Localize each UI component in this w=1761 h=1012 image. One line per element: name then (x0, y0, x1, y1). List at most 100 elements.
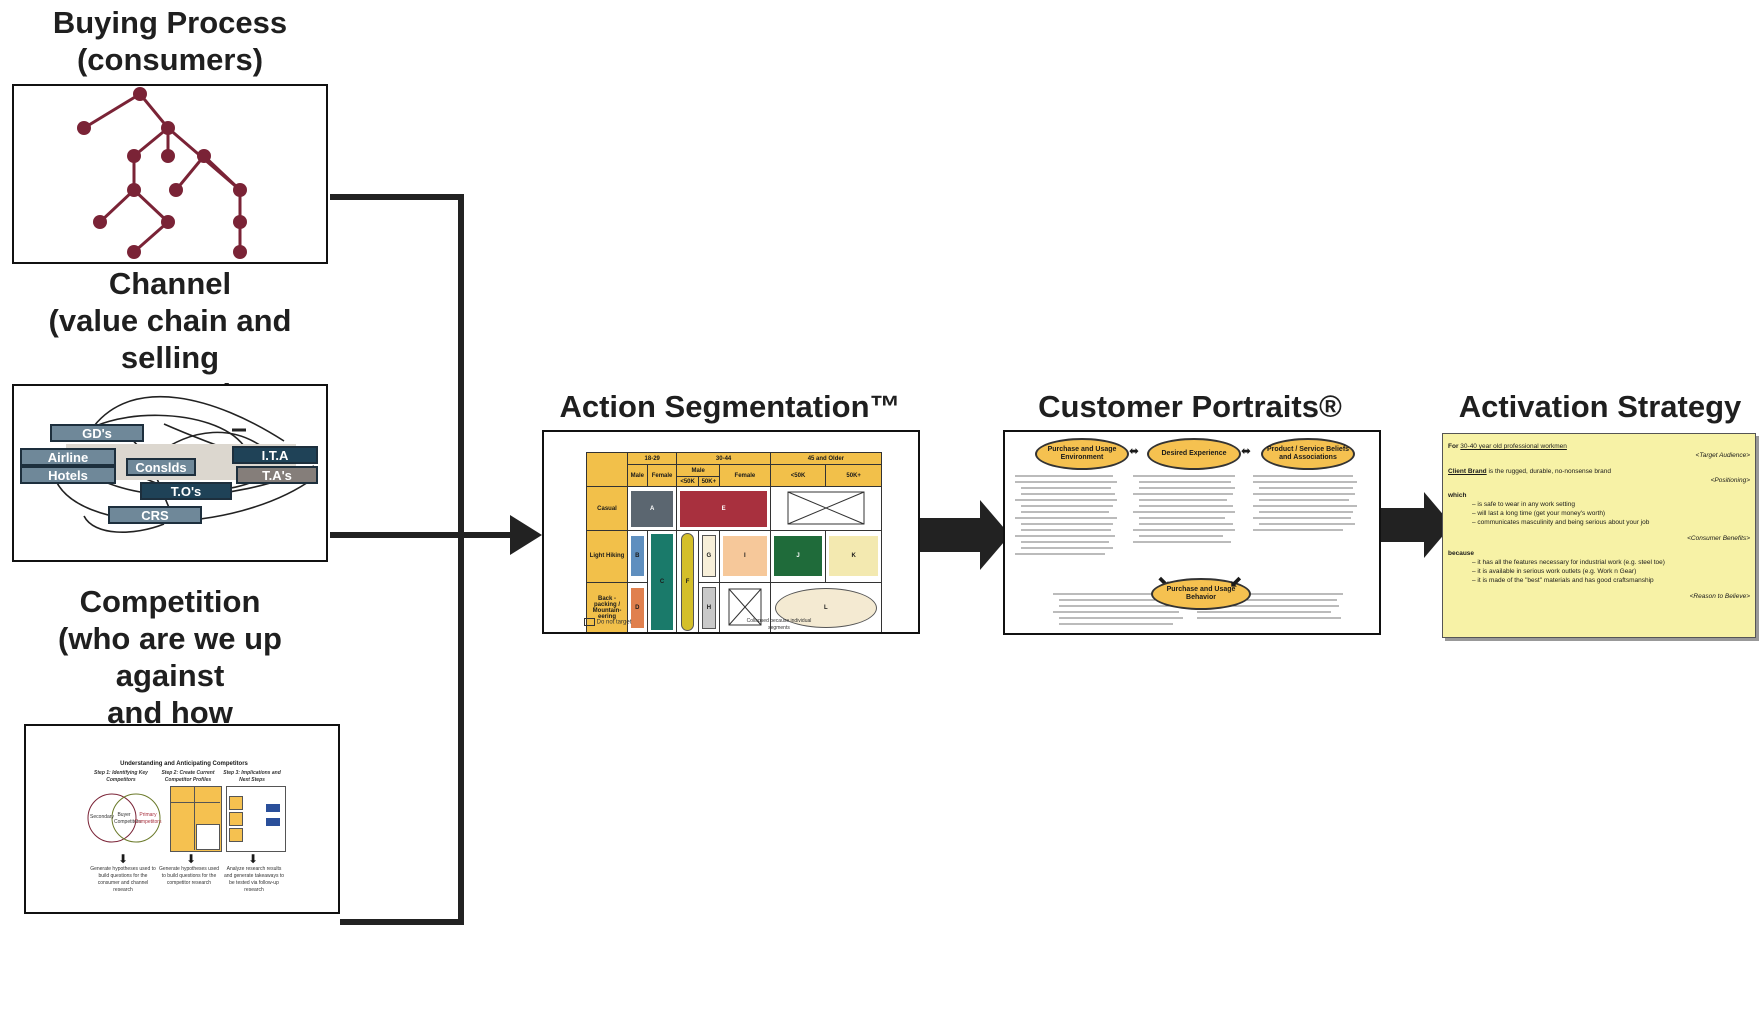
double-arrow-icon: ⬌ (1241, 444, 1252, 458)
row-casual: Casual (586, 486, 628, 531)
competition-title: Competition (79, 584, 261, 619)
arrow-down-3: ⬇ (248, 852, 259, 866)
seg-f-cell: F (676, 530, 699, 632)
seg-x-casual (769, 486, 883, 531)
implications-yellow-1 (229, 796, 243, 810)
because-item-1: – it has all the features necessary for … (1472, 559, 1665, 566)
double-arrow-icon: ⬌ (1129, 444, 1140, 458)
envelope-icon (584, 618, 595, 626)
tag-reason-to-believe: <Reason to Believe> (1689, 593, 1750, 600)
activation-for: For (1448, 443, 1459, 450)
tag-conslds: Conslds (126, 458, 196, 476)
seg-a: A (631, 490, 674, 527)
seg-d-cell: D (627, 581, 648, 632)
implications-blue-2 (266, 818, 280, 826)
legend-text: Do not target (596, 619, 632, 626)
competition-slide-box: Understanding and Anticipating Competito… (24, 724, 340, 914)
arrow-down-left-icon: ⬋ (1229, 574, 1243, 591)
buying-process-title: Buying Process (52, 5, 288, 40)
tag-tos: T.O's (140, 482, 232, 500)
row-backpacking: Back - packing / Mountain-eering (586, 581, 628, 632)
seg-a-cell: A (626, 486, 678, 531)
seg-f: F (681, 533, 694, 631)
seg-i: I (723, 536, 767, 577)
tag-crs: CRS (108, 506, 202, 524)
sub-male-2: Male (676, 464, 720, 477)
sub-male-50k: 50K+ (697, 476, 721, 487)
profile-grid-white (196, 824, 220, 850)
tag-consumer-benefits: <Consumer Benefits> (1687, 535, 1750, 542)
do-not-target-icon (728, 588, 762, 626)
profile-grid-divider (194, 786, 195, 850)
venn-label-secondary: Secondary (90, 814, 114, 820)
bubble-purchase-usage-behavior: Purchase and Usage Behavior (1151, 578, 1251, 610)
seg-c-cell: C (646, 530, 678, 632)
tag-airline: Airline (20, 448, 116, 466)
profile-grid-lines (170, 802, 220, 803)
collapsed-note: Collapsed because individual segments (746, 618, 812, 631)
channel-subtitle-1: (value chain and selling (48, 303, 292, 375)
implications-blue-1 (266, 804, 280, 812)
bubble-desired-experience: Desired Experience (1147, 438, 1241, 470)
seg-h: H (701, 586, 716, 629)
competition-step-1: Step 1: Identifying Key Competitors (94, 770, 148, 783)
seg-k-cell: K (825, 530, 882, 583)
competition-bottom-2: Generate hypotheses used to build questi… (158, 866, 220, 886)
age-18-29: 18-29 (626, 452, 678, 465)
because-item-2: – it is available in serious work outlet… (1472, 568, 1637, 575)
competition-slide-title: Understanding and Anticipating Competito… (120, 761, 248, 767)
tag-gds: GD's (50, 424, 144, 442)
activation-client-brand: Client Brand (1448, 468, 1487, 475)
legend-do-not-target: Do not target (584, 618, 631, 627)
do-not-target-icon (787, 491, 865, 524)
seg-b: B (631, 536, 644, 577)
seg-e: E (680, 490, 767, 527)
age-45-older: 45 and Older (769, 452, 883, 465)
activation-strategy-title: Activation Strategy (1458, 389, 1742, 424)
bubble-product-beliefs: Product / Service Beliefs and Associatio… (1261, 438, 1355, 470)
buying-process-tree-box (12, 84, 328, 264)
seg-g-cell: G (697, 530, 721, 583)
buying-process-subtitle: (consumers) (76, 42, 264, 77)
customer-portraits-title: Customer Portraits® (1038, 389, 1342, 424)
tag-target-audience: <Target Audience> (1695, 452, 1750, 459)
action-segmentation-box: 18-29 30-44 45 and Older Male Female Mal… (542, 430, 920, 634)
channel-diagram-box: GD's Airline Hotels Conslds I.T.A T.A's … (12, 384, 328, 562)
competition-subtitle-1: (who are we up against (58, 621, 282, 693)
seg-h-cell: H (697, 581, 721, 632)
seg-e-cell: E (676, 486, 771, 531)
tag-ita: I.T.A (232, 446, 318, 464)
competition-bottom-3: Analyze research results and generate ta… (223, 866, 285, 893)
sub-male-lt50k: <50K (676, 476, 699, 487)
activation-line-1: For 30-40 year old professional workmen (1448, 442, 1750, 451)
seg-b-cell: B (627, 530, 648, 583)
which-item-1: – is safe to wear in any work setting (1472, 501, 1575, 508)
buying-process-header: Buying Process (consumers) (0, 4, 340, 78)
seg-corner (586, 452, 628, 487)
channel-title: Channel (108, 266, 232, 301)
sub-female-1: Female (646, 464, 678, 487)
seg-g: G (701, 535, 716, 578)
tag-positioning: <Positioning> (1710, 477, 1750, 484)
sub-male-1: Male (627, 464, 648, 487)
activation-positioning: is the rugged, durable, no-nonsense bran… (1488, 468, 1611, 475)
sub-lt50k: <50K (769, 464, 827, 487)
tag-tas: T.A's (236, 466, 318, 484)
implications-yellow-3 (229, 828, 243, 842)
activation-which: which (1448, 492, 1467, 499)
segmentation-table: 18-29 30-44 45 and Older Male Female Mal… (586, 452, 883, 632)
action-segmentation-title: Action Segmentation™ (559, 389, 901, 424)
competition-step-3: Step 3: Implications and Next Steps (223, 770, 281, 783)
customer-portraits-box: Purchase and Usage Environment ⬌ Desired… (1003, 430, 1381, 635)
sub-50k-plus: 50K+ (825, 464, 882, 487)
seg-j: J (773, 536, 823, 577)
competition-step-2: Step 2: Create Current Competitor Profil… (161, 770, 215, 783)
venn-label-primary: Primary Competitors (134, 812, 162, 825)
seg-k: K (829, 536, 878, 577)
competition-venn-diagram (87, 793, 161, 843)
seg-x-back (719, 581, 771, 632)
arrow-down-2: ⬇ (186, 852, 197, 866)
activation-line-2: Client Brand is the rugged, durable, no-… (1448, 467, 1750, 476)
which-item-2: – will last a long time (get your money'… (1472, 510, 1606, 517)
activation-target: 30-40 year old professional workmen (1460, 443, 1567, 450)
